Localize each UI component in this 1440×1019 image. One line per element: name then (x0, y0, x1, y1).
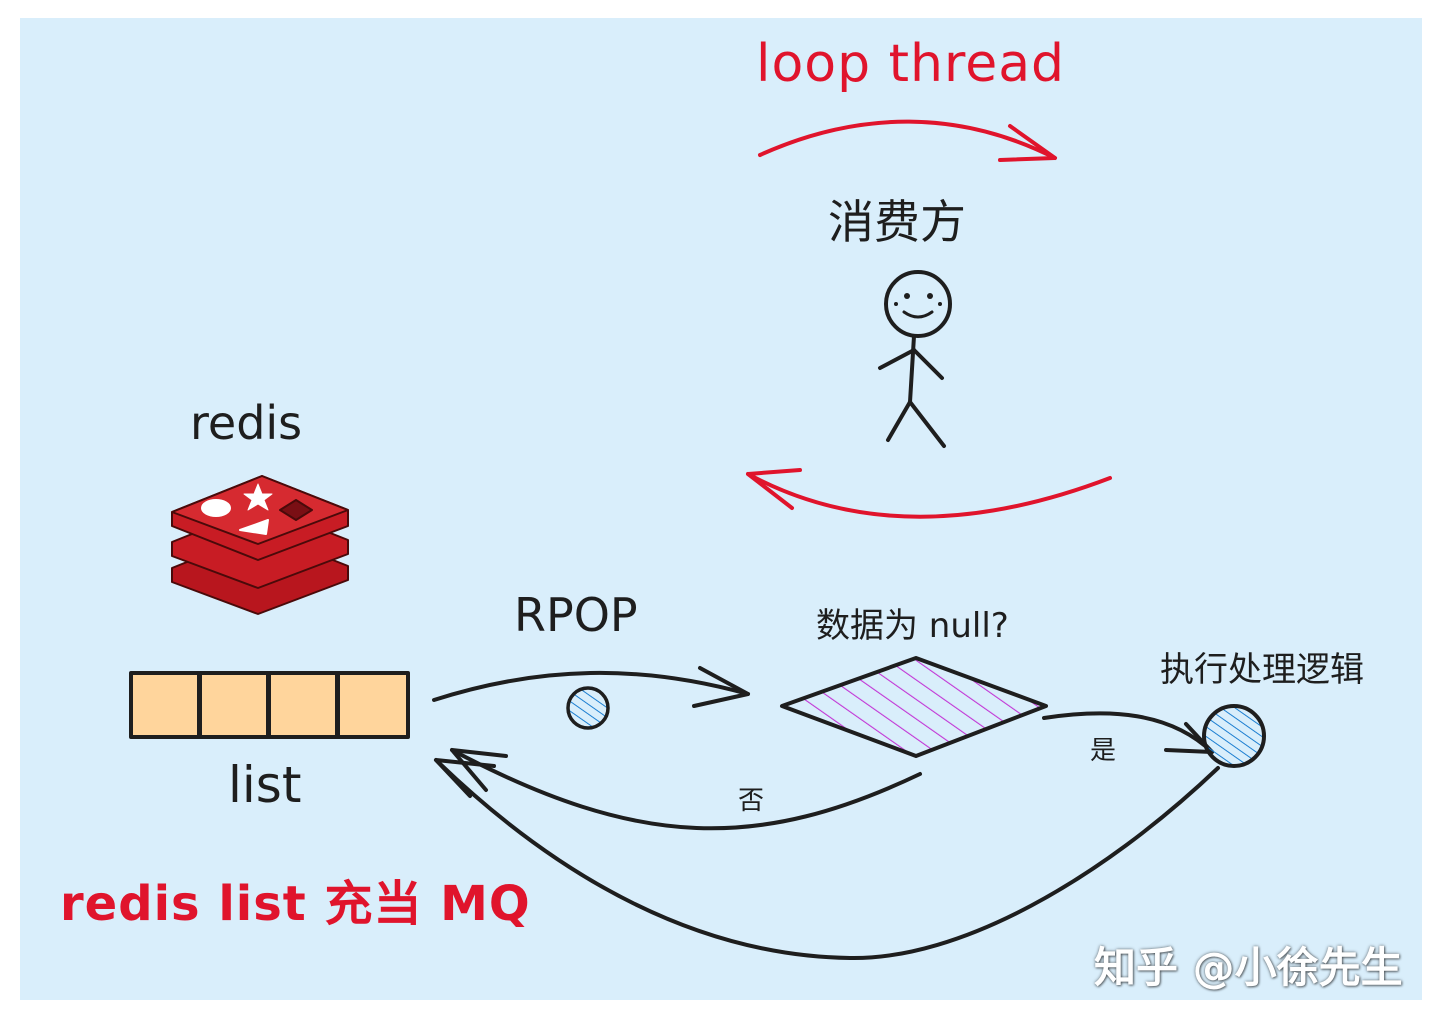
yes-arrow (1042, 711, 1214, 754)
rpop-arrow (432, 666, 750, 708)
stick-figure-icon (878, 270, 952, 448)
no-label: 否 (738, 786, 765, 816)
decision-diamond (780, 656, 1048, 758)
redis-logo-icon (171, 475, 349, 615)
loop-arrow-top (758, 119, 1057, 162)
yes-label: 是 (1090, 736, 1117, 766)
loop-thread-label: loop thread (756, 34, 1066, 94)
execute-logic-label: 执行处理逻辑 (1160, 650, 1364, 690)
list-label: list (228, 756, 302, 814)
watermark: 知乎 @小徐先生 (1094, 943, 1403, 992)
caption-label: redis list 充当 MQ (60, 876, 531, 932)
message-circle (566, 686, 610, 730)
loop-arrow-bottom (746, 468, 1112, 519)
return-arrow (434, 758, 1220, 961)
null-check-label: 数据为 null? (816, 606, 1009, 646)
rpop-label: RPOP (514, 588, 638, 642)
execute-circle (1202, 704, 1266, 768)
no-arrow (450, 748, 922, 831)
consumer-label: 消费方 (828, 195, 966, 249)
redis-label: redis (190, 396, 303, 450)
list-queue (129, 671, 410, 739)
